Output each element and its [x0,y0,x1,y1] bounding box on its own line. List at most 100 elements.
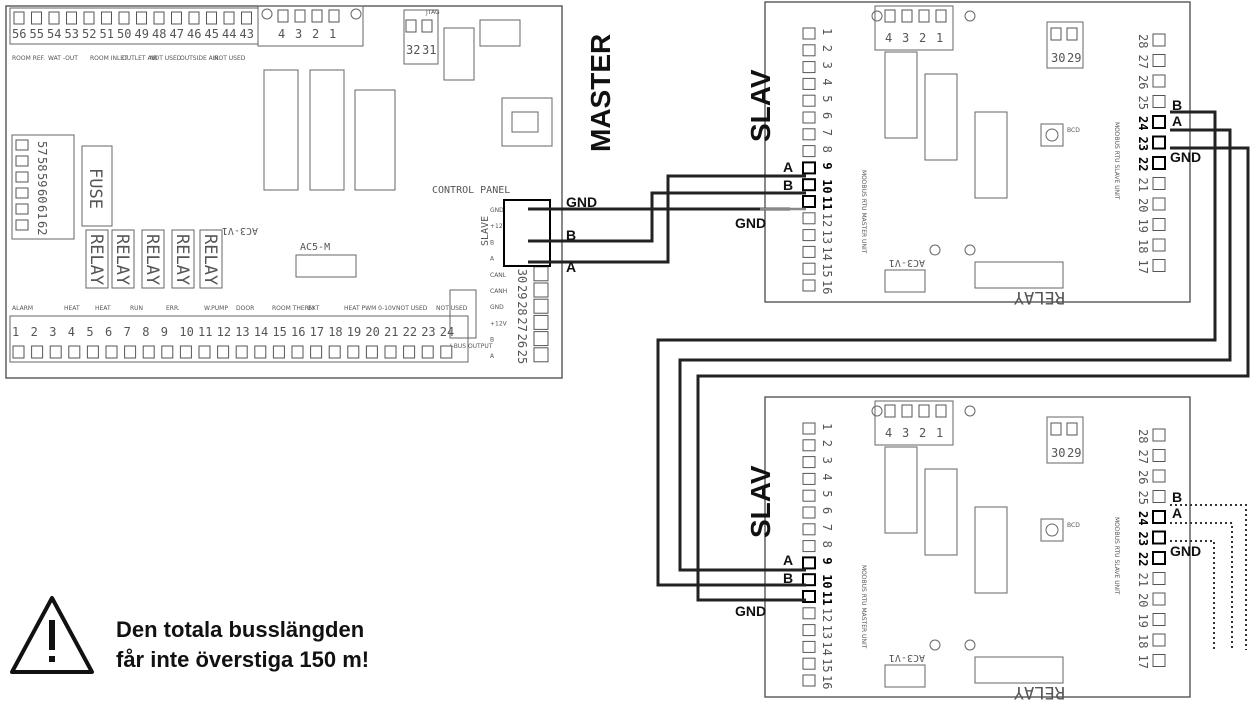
terminal-screw [421,19,433,33]
master-bottom-group-label: NOT USED [436,305,468,312]
terminal-screw [802,489,816,502]
terminal-screw [533,266,549,282]
terminal-screw [311,9,323,23]
terminal-number: 30 [1051,51,1065,65]
terminal-number: 9 [820,162,834,169]
terminal-screw [533,314,549,330]
terminal-screw [1152,592,1166,606]
terminal-number: 7 [820,129,834,136]
terminal-screw [802,111,816,124]
modbus-slave-label: MODBUS RTU SLAVE UNIT [1113,122,1120,200]
terminal-number: 8 [820,541,834,548]
master-top-group-label: OUTLET AIR [122,55,158,62]
terminal-number: 54 [47,27,61,41]
terminal-screw [802,178,816,192]
terminal-screw [15,171,29,183]
terminal-screw [13,11,25,25]
terminal-screw [935,9,947,23]
terminal-number: 11 [198,325,212,339]
wire-a-chain [678,128,1232,572]
terminal-number: 1 [936,426,943,440]
terminal-screw [1152,510,1166,524]
terminal-screw [918,9,930,23]
terminal-number: 28 [1136,34,1150,48]
terminal-screw [440,345,453,359]
terminal-screw [1152,238,1166,252]
terminal-screw [533,298,549,314]
terminal-screw [802,640,816,653]
terminal-number: 16 [820,675,834,689]
warning-triangle-icon [10,596,94,674]
terminal-number: 49 [135,27,149,41]
terminal-screw [802,523,816,536]
terminal-screw [1152,218,1166,231]
terminal-number: 5 [820,95,834,102]
master-bottom-group-label: EXT [308,305,320,312]
terminal-number: 10 [179,325,193,339]
terminal-screw [1152,33,1166,47]
label-gnd-slave2-out: GND [1170,543,1201,559]
ibus-label: I-BUS OUTPUT [450,343,493,350]
terminal-screw [49,345,62,359]
slave-top-title: SLAV [745,69,776,142]
terminal-screw [802,212,816,225]
master-top-group-label: ROOM INLET [90,55,128,62]
terminal-screw [802,27,816,40]
terminal-screw [254,345,267,359]
terminal-number: 11 [820,591,834,605]
terminal-number: 9 [820,557,834,564]
terminal-number: 5 [820,490,834,497]
ac3v1-label: AC3-V1 [889,652,925,663]
master-top-group-label: WAT -OUT [48,55,78,62]
terminal-screw [1152,259,1166,272]
master-top-group-label: NOT USED [150,55,182,62]
terminal-number: 7 [124,325,131,339]
terminal-label: CANH [490,288,507,295]
terminal-screw [206,11,217,25]
terminal-screw [802,540,816,553]
terminal-screw [235,345,248,359]
terminal-screw [105,345,118,359]
master-bottom-group-label: ALARM [12,305,33,312]
terminal-screw [118,11,130,25]
terminal-number: 15 [272,325,286,339]
terminal-number: 47 [170,27,184,41]
terminal-number: 10 [820,574,834,588]
label-a-master: A [566,259,576,275]
terminal-number: 61 [35,205,49,219]
terminal-number: 24 [1136,116,1150,130]
terminal-number: 6 [820,507,834,514]
terminal-screw [421,345,434,359]
terminal-number: 22 [403,325,417,339]
terminal-screw [153,11,165,25]
terminal-number: 29 [515,285,529,299]
terminal-screw [802,128,816,141]
terminal-number: 62 [35,221,49,235]
slave-bottom-title: SLAV [745,465,776,538]
terminal-screw [1152,530,1166,545]
terminal-screw [802,94,816,107]
terminal-number: 3 [820,62,834,69]
terminal-screw [188,11,200,25]
relay-label: RELAY [200,234,220,285]
terminal-screw [802,506,816,519]
bus-wires [528,110,1250,650]
terminal-number: 6 [820,112,834,119]
terminal-number: 15 [820,658,834,672]
terminal-number: 26 [1136,470,1150,484]
terminal-screw [365,345,378,359]
terminal-screw [1152,197,1166,211]
terminal-number: 7 [820,524,834,531]
terminal-number: 25 [1136,96,1150,110]
terminal-number: 59 [35,173,49,187]
terminal-number: 17 [310,325,324,339]
terminal-screw [310,345,323,359]
terminal-number: 13 [235,325,249,339]
terminal-number: 2 [820,440,834,447]
terminal-number: 21 [1136,573,1150,587]
terminal-number: 1 [820,28,834,35]
terminal-number: 13 [820,230,834,244]
terminal-screw [15,155,29,167]
relay-label: RELAY [1014,682,1065,702]
